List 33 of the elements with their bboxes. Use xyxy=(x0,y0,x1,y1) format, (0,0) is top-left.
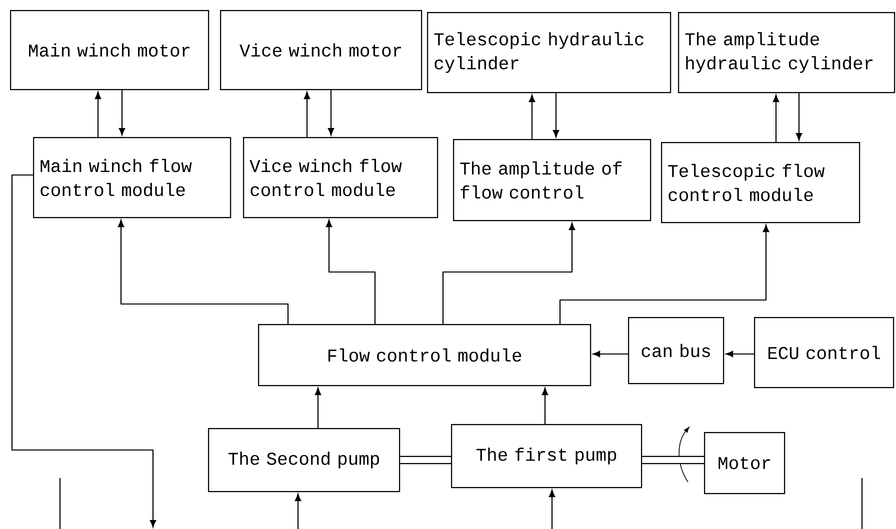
arrow xyxy=(796,93,802,140)
arrow xyxy=(592,350,628,358)
arrow xyxy=(11,174,156,528)
block-box: The amplitude of flow control xyxy=(453,139,652,222)
arrow xyxy=(528,94,536,139)
block-box: Motor xyxy=(704,432,786,494)
arrow xyxy=(726,350,754,358)
arrow xyxy=(552,93,560,138)
block-box: The first pump xyxy=(451,424,642,488)
block-box: The Second pump xyxy=(208,428,400,492)
arrow xyxy=(442,222,576,324)
arrow xyxy=(118,90,126,136)
arrow xyxy=(94,92,102,137)
arrow xyxy=(772,94,780,142)
arrow xyxy=(118,220,289,324)
block-box: The amplitude hydraulic cylinder xyxy=(678,12,896,94)
block-box: ECU control xyxy=(754,317,894,388)
block-box: Flow control module xyxy=(258,324,592,386)
arrow xyxy=(314,388,322,428)
block-box: Main winch motor xyxy=(10,10,210,90)
block-box: Telescopic hydraulic cylinder xyxy=(427,12,672,94)
arrow xyxy=(559,224,770,324)
arrow xyxy=(304,92,310,137)
block-box: Telescopic flow control module xyxy=(661,142,860,224)
arrow xyxy=(542,388,548,424)
block-box: Main winch flow control module xyxy=(33,137,232,218)
block-box: Vice winch flow control module xyxy=(243,137,438,218)
block-box: can bus xyxy=(628,317,724,384)
arrow xyxy=(548,490,556,529)
arrow xyxy=(294,494,302,529)
block-box: Vice winch motor xyxy=(220,10,422,90)
arrow xyxy=(328,90,334,136)
arrow xyxy=(326,220,376,324)
